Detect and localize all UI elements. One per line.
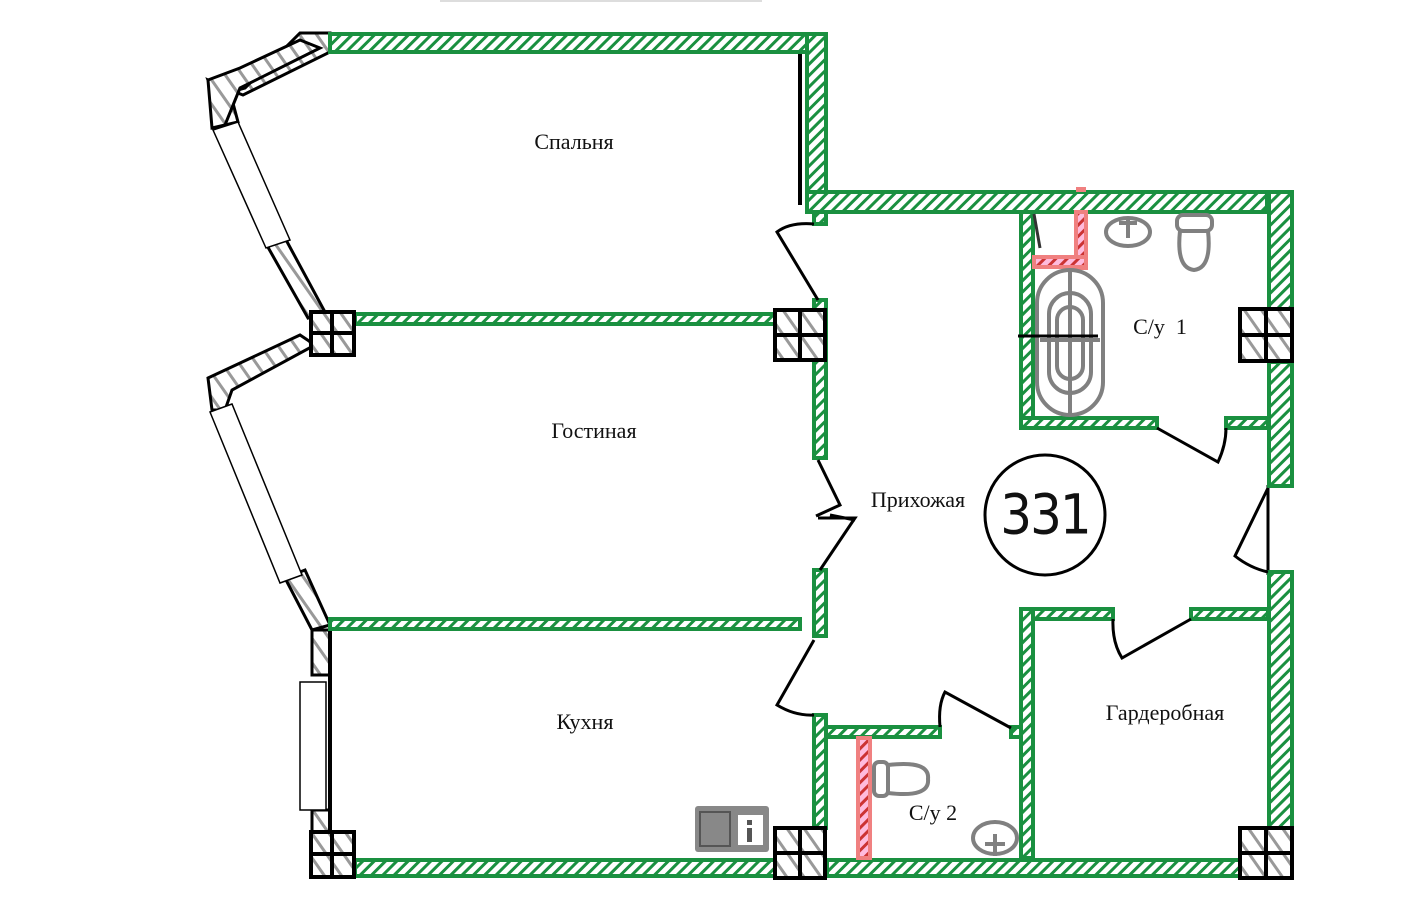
bathtub <box>1018 268 1105 417</box>
room-label-kitchen: Кухня <box>556 709 614 734</box>
walls <box>328 32 1294 878</box>
apartment-number: 331 <box>1000 483 1091 547</box>
door <box>774 213 1270 730</box>
stove-icon <box>695 806 769 852</box>
room-label-hall: Прихожая <box>870 487 966 512</box>
toilet-icon <box>872 213 1214 798</box>
new-partition <box>856 187 1088 860</box>
room-label-living: Гостиная <box>551 418 637 443</box>
room-label-wardrobe: Гардеробная <box>1105 700 1225 725</box>
apartment-number-circle <box>983 453 1107 577</box>
column <box>309 307 1294 880</box>
room-label-bath1: С/у 1 <box>1133 314 1187 339</box>
facade-wall <box>205 31 333 834</box>
room-label-bath2: С/у 2 <box>908 800 958 825</box>
room-label-bedroom: Спальня <box>534 129 614 154</box>
sink-icon <box>971 216 1152 856</box>
window <box>209 121 327 811</box>
